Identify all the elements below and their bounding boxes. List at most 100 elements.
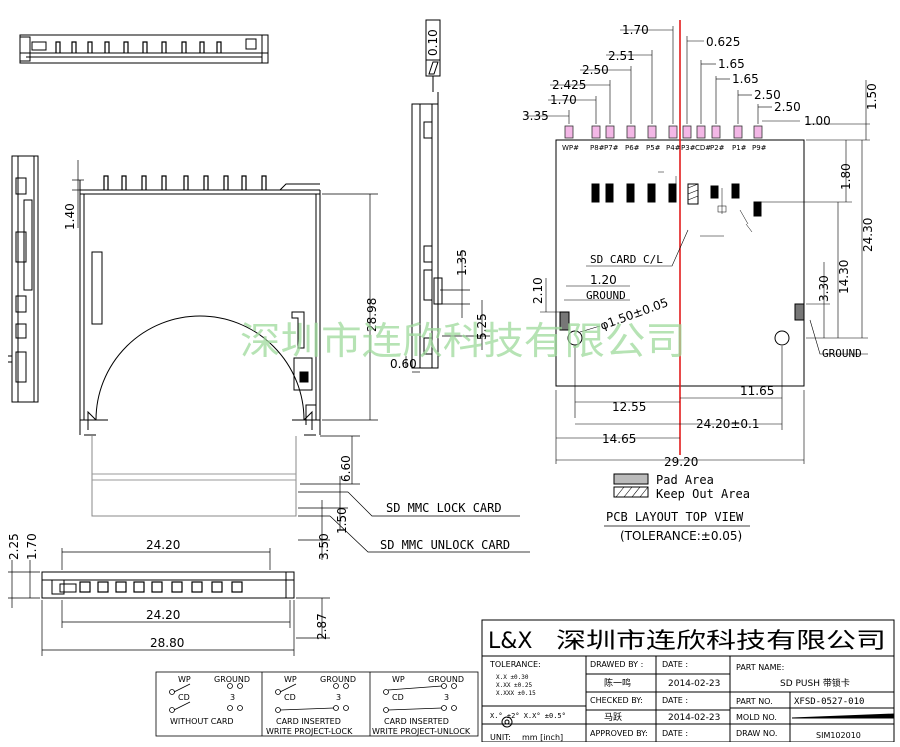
dim-1-50: 1.50 [335,507,349,534]
pcb-ground-right: GROUND [822,347,862,360]
tb-mold-no-label: MOLD NO. [736,713,777,722]
switch1-ground: GROUND [214,675,250,684]
tb-draw-no: SIM102010 [816,731,861,740]
pcb-dim-top-4: 1.65 [718,57,745,71]
pcb-dim-3-30: 3.30 [817,275,831,302]
pcb-dim-top-5: 2.50 [582,63,609,77]
pcb-top-dim-text: 1.70 0.625 2.51 1.65 2.50 1.65 2.425 2.5… [522,23,831,128]
pcb-dim-top-1: 1.70 [622,23,649,37]
pin-label-p8: P8# [590,144,605,152]
pcb-legend: Pad Area Keep Out Area PCB LAYOUT TOP VI… [604,473,750,543]
tb-angle-tol: X.° ±2° X.X° ±0.5° [490,712,566,720]
dim-6-60: 6.60 [339,455,353,482]
pcb-dim-24-30: 24.30 [861,218,875,252]
dim-0-60: 0.60 [390,357,417,371]
pcb-dim-2-10: 2.10 [531,277,545,304]
pcb-dim-1-50: 1.50 [865,83,879,110]
pcb-dim-12-55: 12.55 [612,400,646,414]
legend-pad: Pad Area [656,473,714,487]
bottom-front-view [41,571,295,599]
pcb-dim-14-65: 14.65 [602,432,636,446]
pin-label-p2: P2# [710,144,725,152]
tb-part-no-label: PART NO. [736,697,773,706]
flatness-value: 0.10 [426,29,440,56]
pcb-pin-labels: WP# P8# P7# P6# P5# P4# P3# CD# P2# P1# … [562,144,767,152]
dim-1-70: 1.70 [25,533,39,560]
switch1-cd: CD [178,693,190,702]
pcb-dim-top-8: 2.50 [754,88,781,102]
switch1-num: 3 [230,693,235,702]
tb-brand: L&X [488,629,532,654]
dim-1-35: 1.35 [455,249,469,276]
tb-date-2: 2014-02-23 [668,713,720,723]
tb-company: 深圳市连欣科技有限公司 [556,629,886,654]
pcb-dim-14-30: 14.30 [837,260,851,294]
title-block [481,619,895,743]
pcb-dim-11-65: 11.65 [740,384,774,398]
switch3-caption2: WRITE PROJECT-UNLOCK [372,727,471,736]
legend-keepout: Keep Out Area [656,487,750,501]
pin-label-wp: WP# [562,144,579,152]
tb-checked-by: 马跃 [604,712,622,723]
tb-date-label-2: DATE : [662,696,688,705]
pcb-dim-top-7: 2.425 [552,78,586,92]
pcb-dim-1-20: 1.20 [590,273,617,287]
pcb-view-title: PCB LAYOUT TOP VIEW [606,510,744,524]
tb-part-name-label: PART NAME: [736,663,784,672]
bottom-front-dims [8,548,330,656]
front-view-dim-text: 1.40 28.98 6.60 1.50 3.50 SD MMC LOCK CA… [63,203,510,560]
tb-draw-no-label: DRAW NO. [736,729,777,738]
dim-2-25: 2.25 [7,533,21,560]
tb-tolerance-label: TOLERANCE: [489,660,541,669]
switch2-caption1: CARD INSERTED [276,717,341,726]
pin-label-p1: P1# [732,144,747,152]
tb-drawn-by-label: DRAWED BY : [590,660,643,669]
dim-28-98: 28.98 [365,298,379,332]
watermark: 深圳市连欣科技有限公司 [240,319,686,363]
dim-1-40: 1.40 [63,203,77,230]
tb-date-label-3: DATE : [662,729,688,738]
callout-lock: SD MMC LOCK CARD [386,501,502,515]
tb-checked-by-label: CHECKED BY: [590,696,643,705]
pin-label-p4: P4# [666,144,681,152]
switch3-caption1: CARD INSERTED [384,717,449,726]
left-side-view [8,155,39,403]
front-view [79,175,321,517]
pin-label-p6: P6# [625,144,640,152]
switch2-num: 3 [336,693,341,702]
pcb-dim-1-80: 1.80 [839,163,853,190]
dim-28-80: 28.80 [150,636,184,650]
pcb-tolerance: (TOLERANCE:±0.05) [620,529,742,543]
dim-2-87: 2.87 [315,613,329,640]
title-block-text: L&X 深圳市连欣科技有限公司 TOLERANCE: X.X ±0.30 X.X… [488,629,886,742]
dim-5-25: 5.25 [475,313,489,340]
tb-part-no: XFSD-0527-010 [794,697,864,707]
switch2-cd: CD [284,693,296,702]
pcb-dim-lines [526,26,870,464]
pcb-dim-top-10: 2.50 [774,100,801,114]
tb-tol-row3: X.XXX ±0.15 [496,690,536,697]
tb-unit-label: UNIT: [490,733,511,742]
switch2-caption2: WRITE PROJECT-LOCK [266,727,353,736]
pin-label-cd: CD# [695,144,711,152]
tb-approved-by-label: APPROVED BY: [590,729,648,738]
pcb-sd-card-cl: SD CARD C/L [590,253,663,266]
switch3-num: 3 [444,693,449,702]
pcb-ground-left: GROUND [586,289,626,302]
right-side-dims [405,250,490,373]
tb-part-name: SD PUSH 带锁卡 [780,677,850,689]
switch1-caption1: WITHOUT CARD [170,717,234,726]
switch-diagrams: WP GROUND CD 3 WITHOUT CARD WP GROUND CD… [155,671,479,737]
pin-label-p3: P3# [681,144,696,152]
callout-unlock: SD MMC UNLOCK CARD [380,538,510,552]
pcb-dim-top-6: 1.65 [732,72,759,86]
pcb-dim-top-11: 3.35 [522,109,549,123]
pcb-right-dim-text: 1.50 1.80 24.30 14.30 3.30 [817,83,879,302]
pcb-dim-top-12: 1.00 [804,114,831,128]
switch3-cd: CD [392,693,404,702]
front-view-dims [72,160,530,560]
switch3-ground: GROUND [428,675,464,684]
tb-tol-row1: X.X ±0.30 [496,674,529,681]
